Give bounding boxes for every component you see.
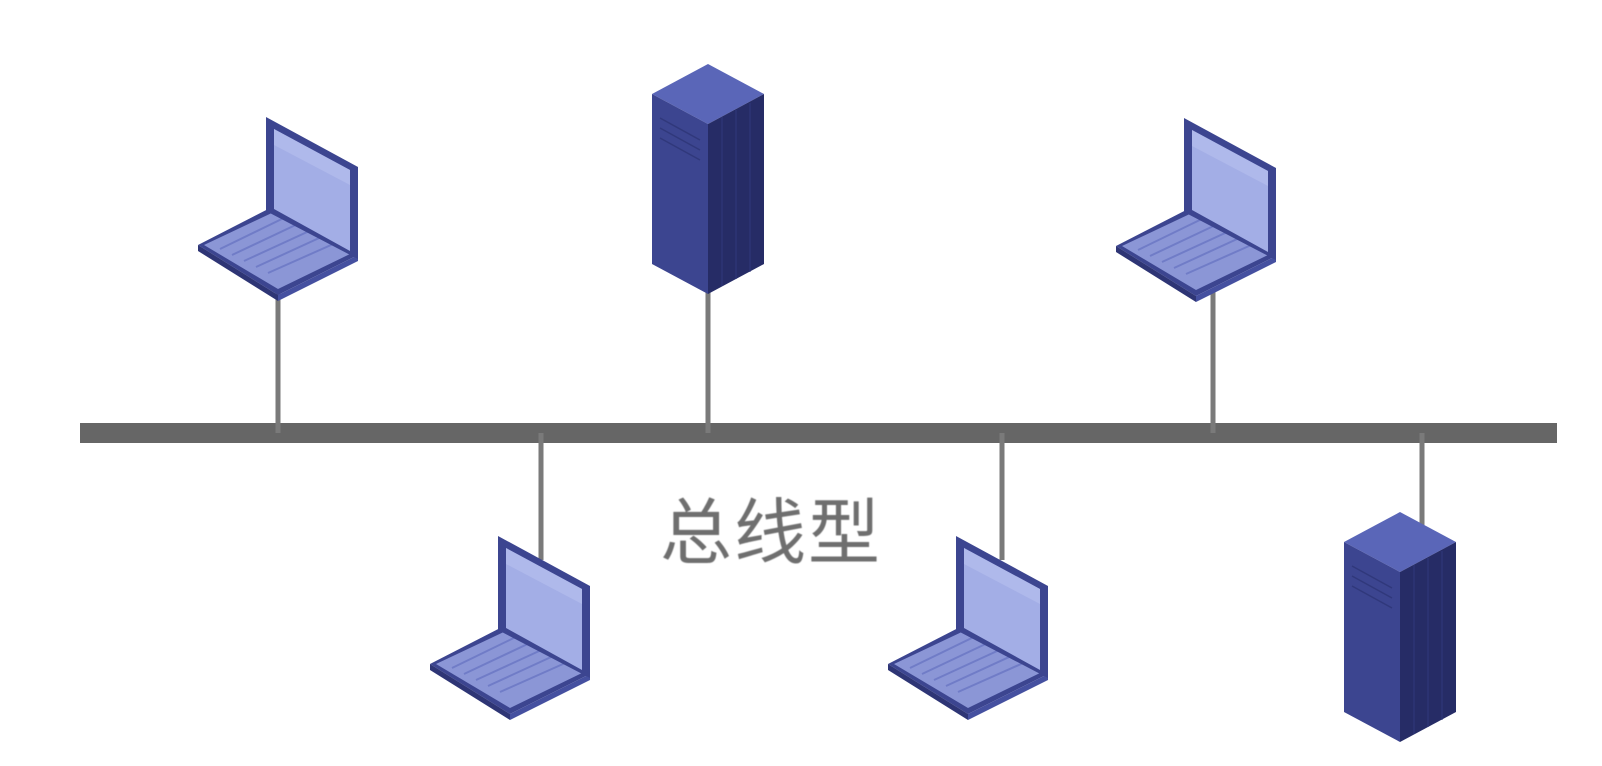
laptop-icon	[1115, 117, 1277, 303]
topology-caption: 总线型	[660, 491, 883, 575]
laptop-icon	[429, 535, 591, 721]
server-icon	[1343, 511, 1457, 743]
laptop-icon	[197, 116, 359, 302]
laptop-icon	[887, 535, 1049, 721]
drop-lines	[275, 290, 1425, 560]
server-icon	[651, 63, 765, 295]
